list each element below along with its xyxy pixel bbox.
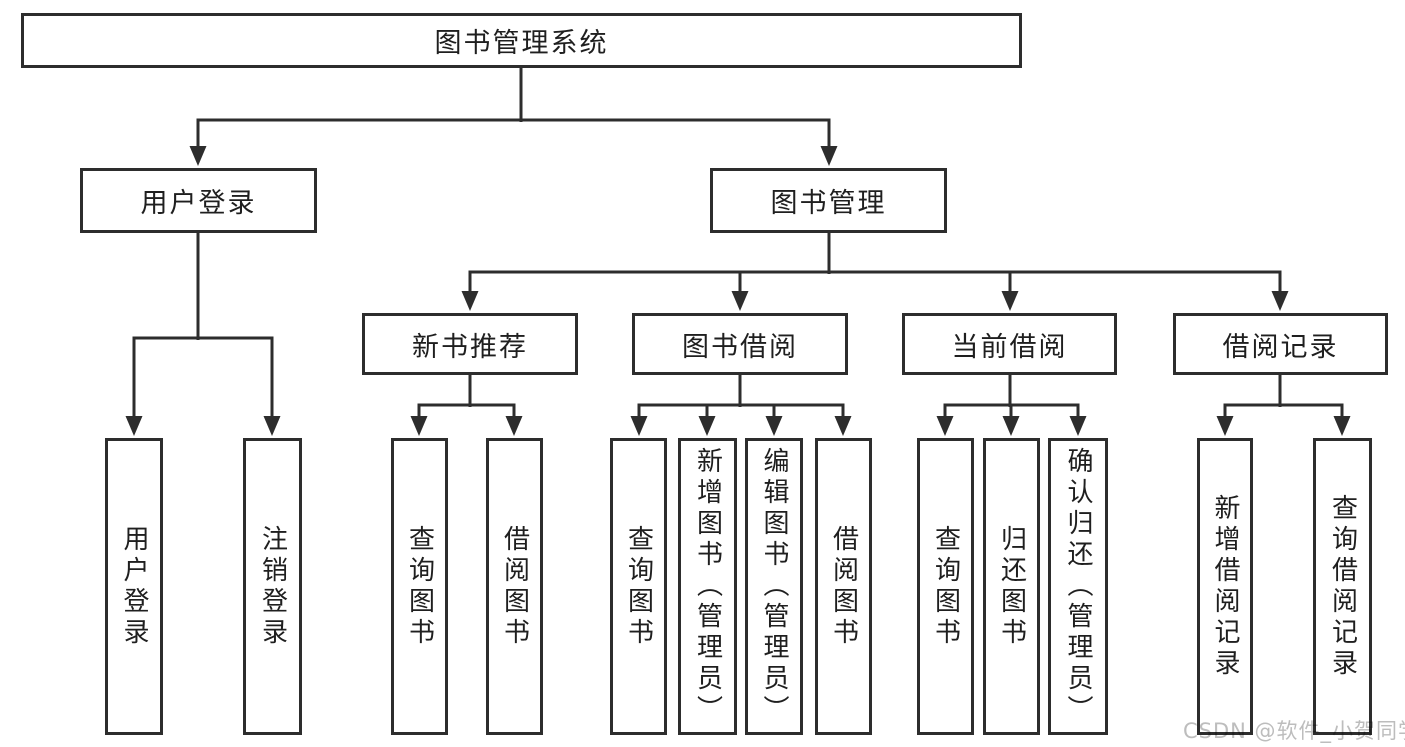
leaf-edit-book-admin-label: 编辑图书（管理员）: [759, 447, 790, 726]
node-root-label: 图书管理系统: [434, 28, 609, 59]
leaf-query-borrow-record-label: 查询借阅记录: [1327, 493, 1358, 680]
node-new-book-recommend: 新书推荐: [362, 313, 578, 375]
leaf-user-login-label: 用户登录: [119, 524, 150, 649]
leaf-edit-book-admin: 编辑图书（管理员）: [745, 438, 803, 735]
leaf-query-book-2: 查询图书: [610, 438, 667, 735]
leaf-borrow-book-1-label: 借阅图书: [499, 524, 530, 649]
node-book-borrow-label: 图书借阅: [682, 331, 798, 363]
leaf-query-book-1: 查询图书: [391, 438, 448, 735]
watermark: CSDN @软件_小贺同学: [1183, 719, 1405, 743]
leaf-add-borrow-record: 新增借阅记录: [1197, 438, 1253, 735]
node-borrow-record: 借阅记录: [1173, 313, 1388, 375]
node-book-management-label: 图书管理: [770, 188, 887, 219]
node-current-borrow-label: 当前借阅: [951, 331, 1068, 363]
leaf-borrow-book-2: 借阅图书: [815, 438, 872, 735]
leaf-user-login: 用户登录: [105, 438, 163, 735]
node-book-borrow: 图书借阅: [632, 313, 848, 375]
leaf-query-borrow-record: 查询借阅记录: [1313, 438, 1372, 735]
node-borrow-record-label: 借阅记录: [1222, 331, 1339, 363]
leaf-confirm-return-admin: 确认归还（管理员）: [1048, 438, 1108, 735]
leaf-query-book-3-label: 查询图书: [930, 524, 961, 649]
leaf-borrow-book-2-label: 借阅图书: [828, 524, 859, 649]
leaf-query-book-2-label: 查询图书: [623, 524, 654, 649]
leaf-query-book-3: 查询图书: [917, 438, 974, 735]
leaf-return-book-label: 归还图书: [996, 524, 1027, 649]
leaf-confirm-return-admin-label: 确认归还（管理员）: [1063, 447, 1094, 726]
leaf-logout: 注销登录: [243, 438, 302, 735]
leaf-query-book-1-label: 查询图书: [404, 524, 435, 649]
node-current-borrow: 当前借阅: [902, 313, 1117, 375]
leaf-borrow-book-1: 借阅图书: [486, 438, 543, 735]
node-book-management: 图书管理: [710, 168, 947, 233]
leaf-logout-label: 注销登录: [257, 524, 288, 649]
node-user-login-label: 用户登录: [140, 188, 257, 219]
leaf-add-book-admin-label: 新增图书（管理员）: [692, 447, 723, 726]
node-new-book-recommend-label: 新书推荐: [412, 331, 528, 363]
leaf-add-borrow-record-label: 新增借阅记录: [1210, 493, 1241, 680]
leaf-return-book: 归还图书: [983, 438, 1040, 735]
node-root: 图书管理系统: [21, 13, 1022, 68]
leaf-add-book-admin: 新增图书（管理员）: [678, 438, 737, 735]
node-user-login: 用户登录: [80, 168, 317, 233]
